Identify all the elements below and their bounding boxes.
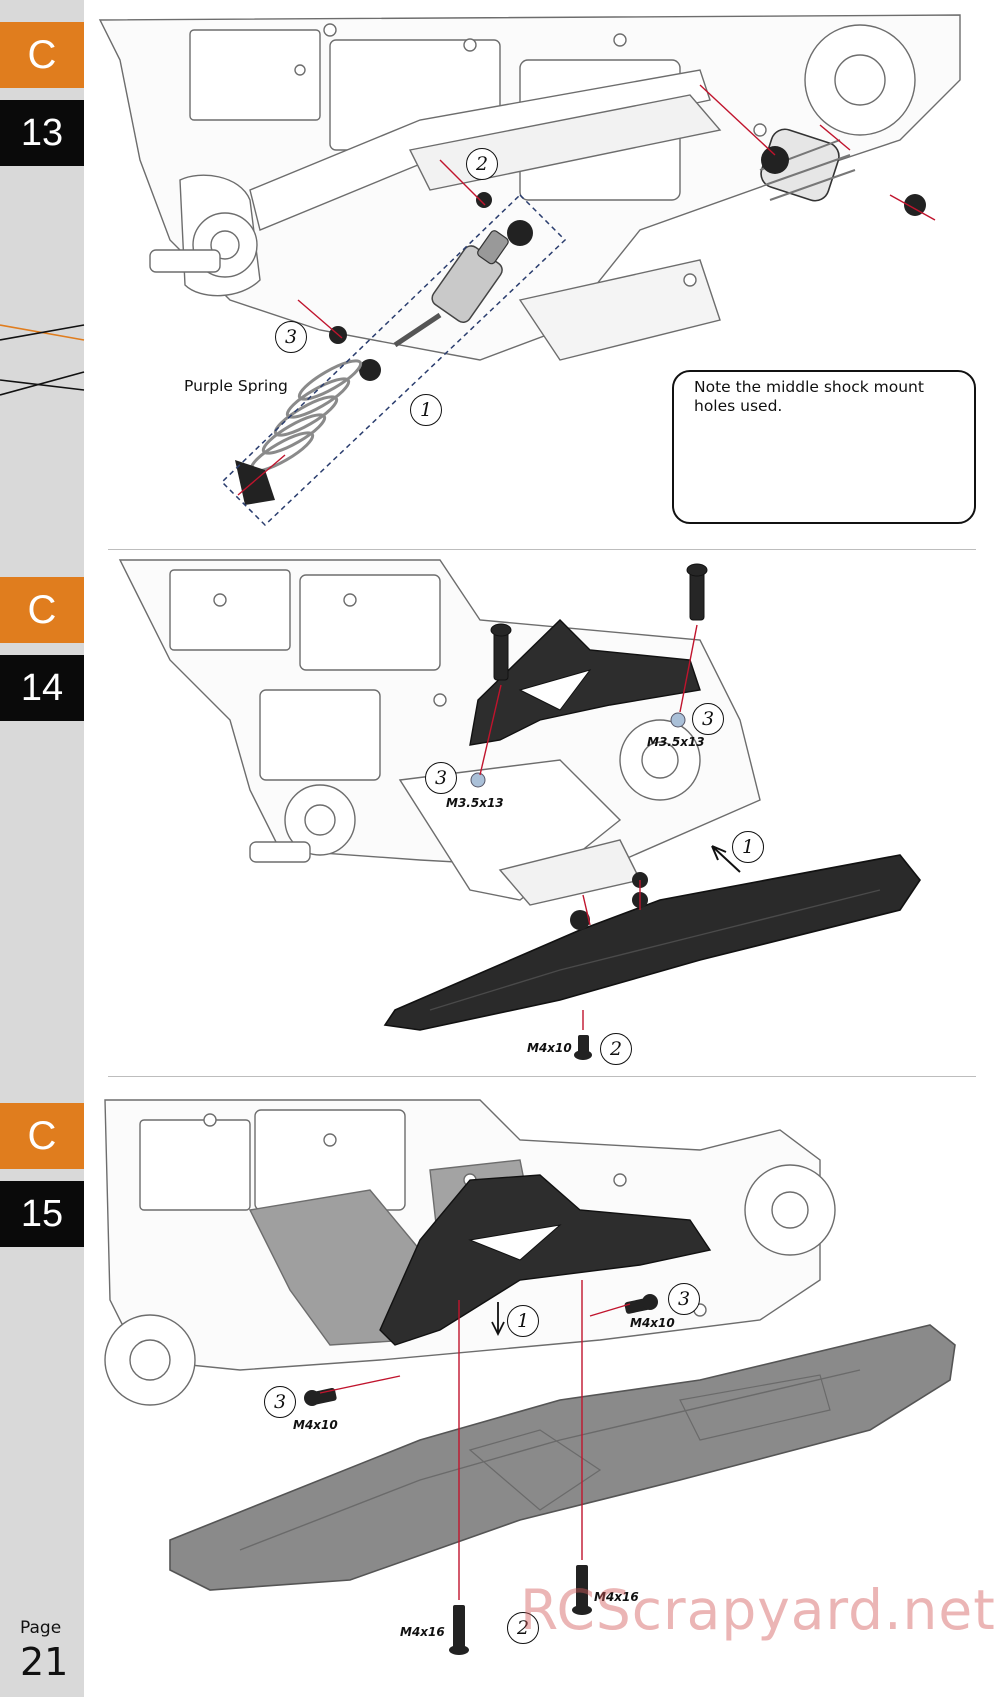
- step14-screw-label-c: M4x10: [527, 1041, 572, 1055]
- watermark: RCScrapyard.net: [520, 1578, 996, 1642]
- step13-chassis: [98, 14, 961, 361]
- step13-callout-1: 1: [410, 394, 442, 426]
- step13-shock-right: [759, 128, 926, 216]
- step15-bumper: [169, 1324, 956, 1591]
- step13-spring: [249, 359, 363, 473]
- step14-bumper: [383, 854, 921, 1031]
- step14-plate-cutout: [518, 669, 592, 711]
- step14-bottom-screw: [574, 1035, 592, 1060]
- step14-leaders: [479, 624, 698, 1030]
- section-letter-13: C: [0, 22, 84, 88]
- divider-14-15: [108, 1076, 976, 1077]
- step15-screw-label-c: M4x16: [594, 1590, 639, 1604]
- step15-screw-label-d: M4x16: [400, 1625, 445, 1639]
- step13-dashed-box: [220, 193, 567, 527]
- step13-callout-2: 2: [466, 148, 498, 180]
- note-box: Note the middle shock mount holes used.: [672, 370, 976, 524]
- section-number-13: 13: [0, 100, 84, 166]
- step14-callout-1: 1: [732, 831, 764, 863]
- section-letter-15: C: [0, 1103, 84, 1169]
- step14-shock-plate: [469, 619, 701, 746]
- step15-screw-label-b: M4x10: [293, 1418, 338, 1432]
- step15-callout-2: 2: [507, 1612, 539, 1644]
- section-number-15: 15: [0, 1181, 84, 1247]
- step15-callout-3a: 3: [668, 1283, 700, 1315]
- section-letter-14: C: [0, 577, 84, 643]
- step15-callout-3b: 3: [264, 1386, 296, 1418]
- step13-shock-left: [329, 192, 533, 381]
- step15-leaders: [319, 1280, 631, 1600]
- section-number-14: 14: [0, 655, 84, 721]
- step14-screws: [470, 563, 708, 788]
- sidebar: [0, 0, 84, 1697]
- step14-callout-2: 2: [600, 1033, 632, 1065]
- step15-screw-label-a: M4x10: [630, 1316, 675, 1330]
- step14-callout-3a: 3: [692, 703, 724, 735]
- note-text: Note the middle shock mount holes used.: [694, 378, 924, 415]
- step13-leaders: [237, 84, 936, 496]
- page-number: 21: [20, 1640, 69, 1684]
- step14-screw-label-b: M3.5x13: [446, 796, 504, 810]
- step14-screw-label-a: M3.5x13: [647, 735, 705, 749]
- page-label: Page: [20, 1618, 62, 1638]
- step15-callout-1: 1: [507, 1305, 539, 1337]
- step13-callout-3: 3: [275, 321, 307, 353]
- divider-13-14: [108, 549, 976, 550]
- step14-callout-3b: 3: [425, 762, 457, 794]
- step14-arrow: [711, 845, 741, 873]
- edge-lines: [0, 324, 85, 396]
- step15-shock-plate: [379, 1174, 712, 1346]
- step15-screws: [304, 1294, 658, 1655]
- purple-spring-label: Purple Spring: [184, 377, 288, 395]
- step15-arrow: [491, 1302, 505, 1337]
- step14-chassis: [118, 559, 761, 906]
